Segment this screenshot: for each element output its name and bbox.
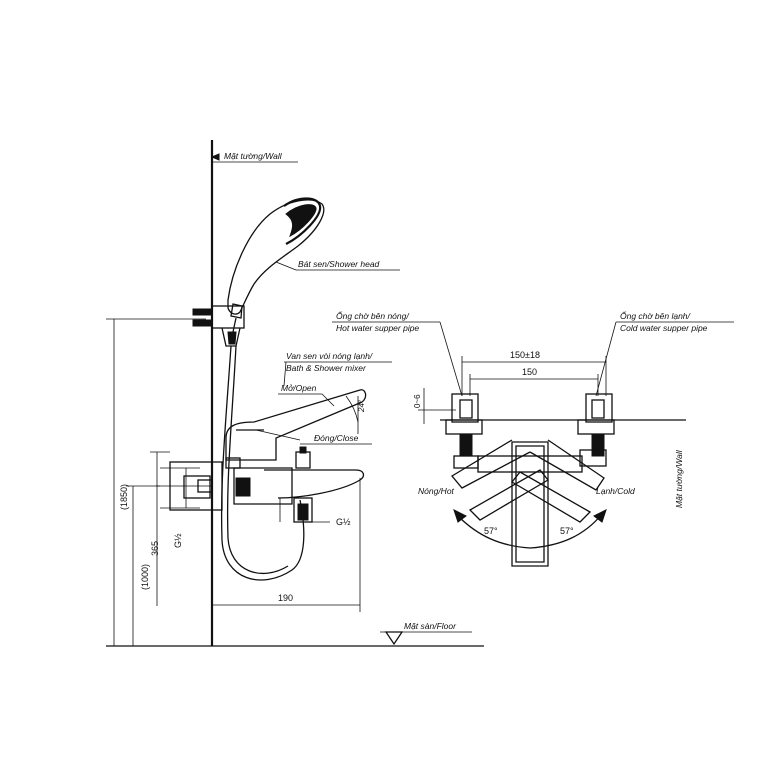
dim-150: 150 [522, 367, 537, 377]
dim-depth: 0~6 [413, 394, 422, 408]
wall-arrow-icon [210, 153, 220, 161]
cold-pipe-label-line2: Cold water supper pipe [620, 323, 708, 333]
side-view: Mặt tường/Wall Bát sen/Shower head [106, 140, 484, 647]
shower-head-label: Bát sen/Shower head [298, 259, 380, 269]
angle-left: 57° [484, 526, 498, 536]
mixer-label-line1: Van sen vòi nóng lạnh/ [286, 351, 374, 361]
open-label: Mở/Open [281, 383, 317, 393]
wall-label-right: Mặt tường/Wall [674, 449, 684, 508]
angle-open: 24° [357, 399, 366, 413]
hot-pipe-label-line1: Ống chờ bên nóng/ [336, 310, 410, 321]
arc-arrow-right-icon [593, 509, 607, 523]
open-angle-arc [345, 395, 359, 423]
thread-left-label: G½ [173, 533, 183, 548]
floor-label: Mặt sàn/Floor [404, 621, 457, 631]
thread-outlet-label: G½ [336, 517, 351, 527]
close-label: Đóng/Close [314, 433, 359, 443]
dim-365: 365 [150, 541, 160, 556]
hot-pipe-leader [439, 321, 463, 397]
cold-pipe-label-line1: Ống chờ bên lạnh/ [620, 310, 692, 321]
mixer-label-line2: Bath & Shower mixer [286, 363, 367, 373]
rotation-arc [457, 513, 603, 549]
wall-label-left: Mặt tường/Wall [224, 151, 283, 161]
cold-connection [577, 393, 615, 467]
shower-hose-inner [226, 345, 289, 575]
hot-connection [445, 393, 483, 469]
shower-head [227, 197, 325, 333]
top-view: Ống chờ bên nóng/ Hot water supper pipe … [332, 310, 734, 567]
dim-1850: (1850) [119, 484, 129, 510]
dim-150-18: 150±18 [510, 350, 540, 360]
close-leader [255, 429, 301, 441]
bath-shower-mixer [225, 389, 367, 523]
shower-hose [220, 345, 305, 581]
hot-label: Nóng/Hot [418, 486, 455, 496]
mixer-label-leader [283, 361, 287, 387]
dim-1000: (1000) [140, 564, 150, 590]
shower-head-leader [275, 261, 297, 271]
wall-connection [156, 461, 223, 511]
dim-190: 190 [278, 593, 293, 603]
open-leader-diag [321, 393, 335, 407]
wall-bracket [192, 305, 245, 347]
mixer-top-view [451, 439, 605, 567]
angle-right: 57° [560, 526, 574, 536]
hot-pipe-label-line2: Hot water supper pipe [336, 323, 419, 333]
cold-label: Lạnh/Cold [596, 486, 635, 496]
arc-arrow-left-icon [453, 509, 467, 523]
floor-marker-icon [384, 631, 404, 646]
